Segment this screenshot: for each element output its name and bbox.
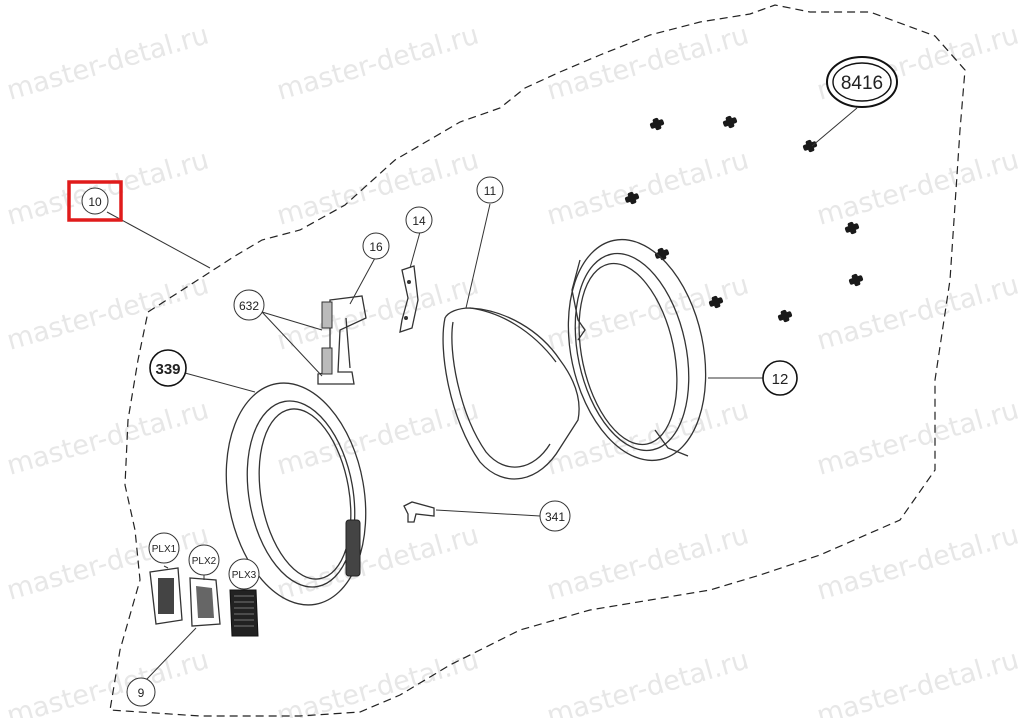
screw[interactable] bbox=[847, 272, 864, 288]
door-outer-frame-part[interactable] bbox=[210, 372, 383, 616]
callout-10[interactable]: 10 bbox=[67, 180, 123, 222]
callout-16[interactable]: 16 bbox=[362, 232, 390, 260]
screw[interactable] bbox=[801, 138, 818, 154]
handle-plx1-part[interactable] bbox=[149, 567, 183, 625]
watermark-text: master-detal.ru bbox=[543, 394, 752, 481]
watermark-text: master-detal.ru bbox=[813, 269, 1022, 356]
door-hook-part[interactable] bbox=[399, 265, 419, 333]
handle-plx3-part[interactable] bbox=[229, 589, 259, 637]
screw[interactable] bbox=[623, 190, 640, 206]
screw[interactable] bbox=[653, 246, 670, 262]
watermark-text: master-detal.ru bbox=[813, 394, 1022, 481]
door-latch-part[interactable] bbox=[403, 501, 435, 523]
handle-plx2-part[interactable] bbox=[189, 577, 221, 627]
watermark-text: master-detal.ru bbox=[813, 144, 1022, 231]
callout-16-label: 16 bbox=[369, 240, 383, 254]
callout-341-label: 341 bbox=[545, 510, 565, 524]
callout-9[interactable]: 9 bbox=[126, 677, 156, 707]
callout-plx2-label: PLX2 bbox=[192, 556, 217, 567]
watermark-text: master-detal.ru bbox=[273, 644, 482, 718]
watermark-text: master-detal.ru bbox=[3, 269, 212, 356]
screws-group bbox=[623, 114, 864, 324]
watermark-text: master-detal.ru bbox=[813, 644, 1022, 718]
callout-12-label: 12 bbox=[772, 371, 789, 388]
callout-632[interactable]: 632 bbox=[233, 289, 265, 321]
callout-8416-label: 8416 bbox=[841, 73, 883, 94]
door-inner-frame-part[interactable] bbox=[549, 227, 725, 474]
callout-339[interactable]: 339 bbox=[149, 349, 187, 387]
callout-plx2[interactable]: PLX2 bbox=[188, 544, 220, 576]
callout-plx3-label: PLX3 bbox=[232, 570, 257, 581]
door-glass-part[interactable] bbox=[442, 307, 580, 480]
watermark-text: master-detal.ru bbox=[3, 519, 212, 606]
watermark-text: master-detal.ru bbox=[813, 519, 1022, 606]
screw[interactable] bbox=[648, 116, 665, 132]
watermark-text: master-detal.ru bbox=[273, 394, 482, 481]
callout-14-label: 14 bbox=[412, 214, 426, 228]
callout-14[interactable]: 14 bbox=[405, 206, 433, 234]
watermark-text: master-detal.ru bbox=[543, 19, 752, 106]
callout-12[interactable]: 12 bbox=[762, 360, 798, 396]
watermark-text: master-detal.ru bbox=[3, 644, 212, 718]
watermark-text: master-detal.ru bbox=[273, 269, 482, 356]
screw[interactable] bbox=[843, 220, 860, 236]
callout-339-label: 339 bbox=[155, 361, 180, 378]
watermark-text: master-detal.ru bbox=[273, 144, 482, 231]
watermark-text: master-detal.ru bbox=[543, 144, 752, 231]
watermark-text: master-detal.ru bbox=[543, 519, 752, 606]
callout-10-label: 10 bbox=[88, 195, 102, 209]
watermark-text: master-detal.ru bbox=[3, 394, 212, 481]
highlight-box bbox=[67, 180, 123, 222]
callout-plx1[interactable]: PLX1 bbox=[148, 532, 180, 564]
screw[interactable] bbox=[776, 308, 793, 324]
callout-8416[interactable]: 8416 bbox=[826, 56, 898, 108]
watermark-text: master-detal.ru bbox=[273, 519, 482, 606]
screw[interactable] bbox=[721, 114, 738, 130]
callout-9-label: 9 bbox=[138, 686, 145, 700]
watermark-text: master-detal.ru bbox=[3, 19, 212, 106]
callout-plx1-label: PLX1 bbox=[152, 544, 177, 555]
watermark-text: master-detal.ru bbox=[273, 19, 482, 106]
callout-341[interactable]: 341 bbox=[539, 500, 571, 532]
door-hinge-part[interactable] bbox=[317, 295, 367, 385]
callout-11-label: 11 bbox=[484, 184, 497, 198]
leader-lines bbox=[106, 107, 858, 681]
callout-632-label: 632 bbox=[239, 299, 259, 313]
screw[interactable] bbox=[707, 294, 724, 310]
callout-plx3[interactable]: PLX3 bbox=[228, 558, 260, 590]
callout-11[interactable]: 11 bbox=[476, 176, 504, 204]
watermark-text: master-detal.ru bbox=[543, 644, 752, 718]
